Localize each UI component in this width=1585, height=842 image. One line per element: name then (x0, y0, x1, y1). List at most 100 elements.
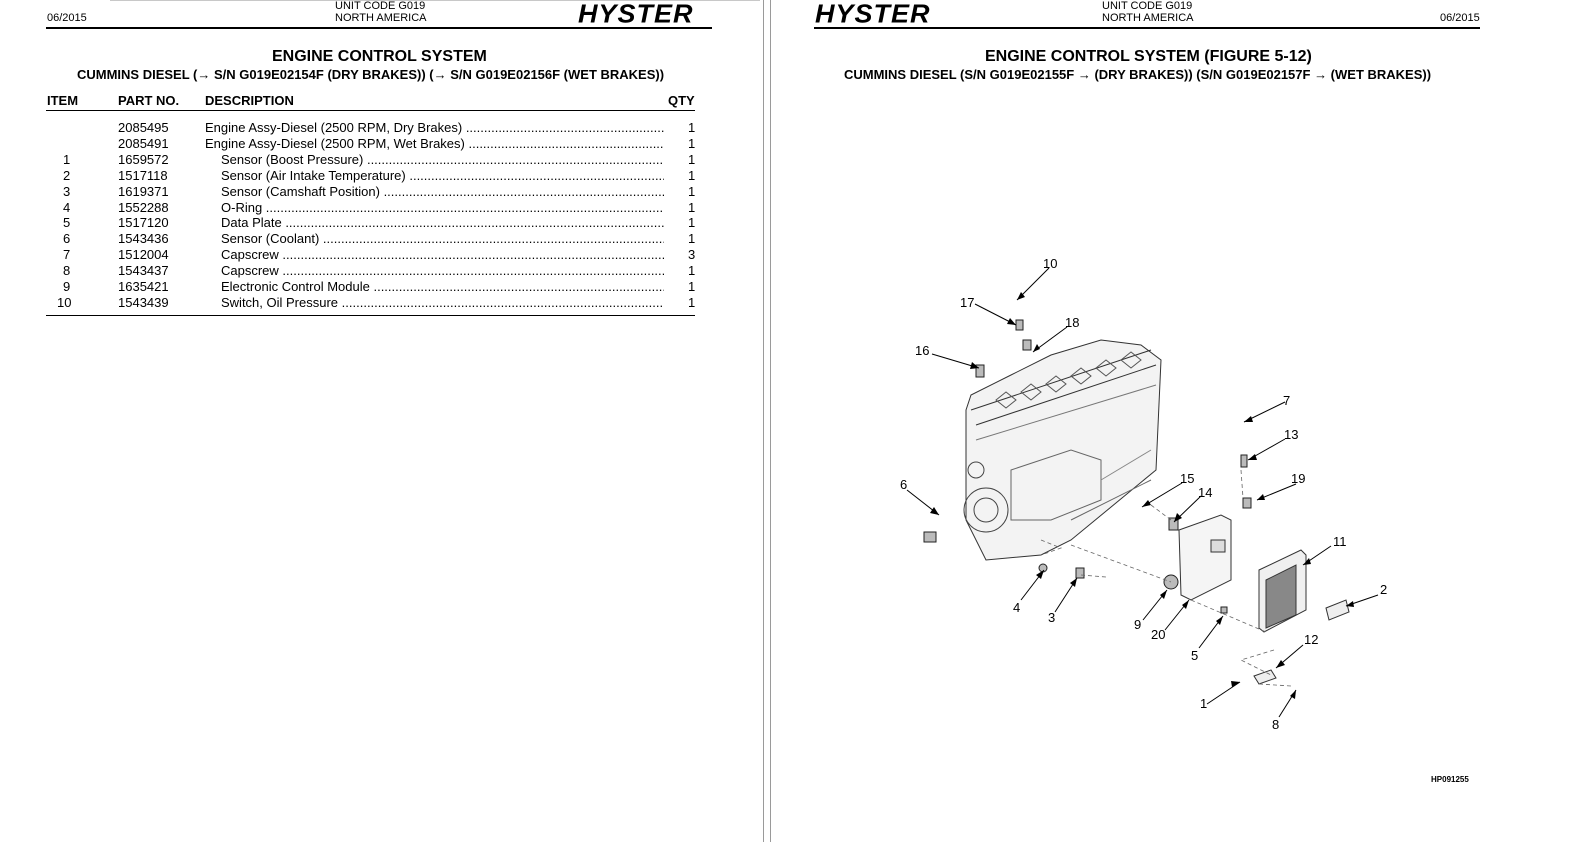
col-description-header: DESCRIPTION (205, 93, 294, 108)
part-description: O-Ring (221, 200, 664, 215)
part-qty: 1 (688, 135, 696, 151)
engine-block-illustration (963, 339, 1162, 561)
part-number: 1543436 (118, 231, 169, 247)
part-description: Engine Assy-Diesel (2500 RPM, Wet Brakes… (205, 136, 664, 151)
table-row: 2 1517118 Sensor (Air Intake Temperature) 1 (0, 168, 700, 184)
part-qty: 1 (688, 183, 696, 199)
callout-12: 12 (1304, 632, 1318, 647)
col-part-header: PART NO. (118, 93, 180, 108)
callout-19: 19 (1291, 471, 1305, 486)
region: NORTH AMERICA (335, 12, 427, 24)
unit-header: UNIT CODE G019 NORTH AMERICA (335, 0, 426, 24)
table-row: 2085495 Engine Assy-Diesel (2500 RPM, Dry… (0, 120, 700, 136)
part-description: Capscrew (221, 263, 664, 278)
part-description: Sensor (Air Intake Temperature) (221, 168, 664, 183)
part-qty: 1 (688, 120, 696, 135)
table-bottom-rule (46, 315, 695, 316)
col-qty-header: QTY (668, 93, 695, 108)
part-number: 1543439 (118, 294, 169, 310)
part-number: 1517120 (118, 215, 169, 231)
item-number: 10 (57, 294, 72, 310)
region: NORTH AMERICA (1102, 12, 1194, 24)
callout-3: 3 (1048, 610, 1055, 625)
ecm-module-illustration (1178, 514, 1350, 685)
callout-1: 1 (1200, 696, 1207, 711)
header-rule (814, 27, 1480, 29)
part-qty: 1 (688, 167, 696, 183)
part-number: 1512004 (118, 247, 169, 263)
callout-15: 15 (1180, 471, 1194, 486)
page-title: ENGINE CONTROL SYSTEM (272, 48, 487, 65)
hyster-logo: HYSTER (578, 0, 694, 29)
header-rule (46, 27, 712, 29)
item-number: 5 (63, 215, 71, 231)
unit-code: UNIT CODE G019 (335, 0, 426, 12)
page-divider (763, 0, 771, 842)
hyster-logo: HYSTER (815, 0, 931, 29)
part-number: 2085491 (118, 135, 169, 151)
part-description: Sensor (Camshaft Position) (221, 184, 664, 199)
part-qty: 1 (688, 263, 696, 279)
item-number: 9 (63, 279, 71, 294)
sensor-parts-illustration (923, 319, 1252, 614)
callout-20: 20 (1151, 627, 1165, 642)
unit-code: UNIT CODE G019 (1102, 0, 1193, 12)
left-page: 06/2015 UNIT CODE G019 NORTH AMERICA HYS… (0, 0, 763, 842)
page-subtitle: CUMMINS DIESEL (S/N G019E02155F → (DRY B… (844, 67, 1432, 82)
unit-header: UNIT CODE G019 NORTH AMERICA (1102, 0, 1193, 24)
part-qty: 1 (688, 231, 696, 247)
table-row: 2085491 Engine Assy-Diesel (2500 RPM, Wet… (0, 136, 700, 152)
callout-4: 4 (1013, 600, 1020, 615)
part-number: 1552288 (118, 199, 169, 215)
callout-5: 5 (1191, 648, 1198, 663)
col-item-header: ITEM (47, 93, 79, 108)
part-description: Switch, Oil Pressure (221, 295, 664, 310)
part-description: Electronic Control Module (221, 279, 664, 294)
callout-10: 10 (1043, 256, 1057, 271)
table-row: 5 1517120 Data Plate 1 (0, 215, 700, 231)
callout-13: 13 (1284, 427, 1298, 442)
part-number: 1517118 (118, 167, 168, 183)
callout-labels: 1 2 3 4 5 6 7 8 9 10 11 12 13 14 15 16 1… (900, 256, 1387, 732)
part-qty: 3 (688, 247, 696, 263)
callout-14: 14 (1198, 485, 1212, 500)
item-number: 8 (63, 263, 71, 279)
part-description: Sensor (Boost Pressure) (221, 152, 664, 167)
table-row: 1 1659572 Sensor (Boost Pressure) 1 (0, 152, 700, 168)
part-number: 1619371 (118, 183, 169, 199)
part-number: 2085495 (118, 120, 169, 135)
callout-16: 16 (915, 343, 929, 358)
table-row: 71512004Capscrew3 (0, 247, 700, 263)
callout-11: 11 (1333, 534, 1347, 549)
table-header-rule (46, 110, 695, 111)
page-date: 06/2015 (47, 12, 87, 24)
right-page: HYSTER UNIT CODE G019 NORTH AMERICA 06/2… (771, 0, 1585, 842)
figure-code: HP091255 (1431, 775, 1469, 784)
item-number: 6 (63, 231, 71, 247)
item-number: 4 (63, 199, 71, 215)
callout-17: 17 (960, 295, 974, 310)
page-date: 06/2015 (1440, 12, 1480, 24)
item-number: 1 (63, 151, 71, 167)
part-number: 1543437 (118, 263, 169, 279)
part-description: Data Plate (221, 215, 664, 230)
page-subtitle: CUMMINS DIESEL (→ S/N G019E02154F (DRY B… (77, 67, 665, 82)
part-number: 1635421 (118, 279, 169, 294)
part-number: 1659572 (118, 151, 169, 167)
exploded-view-figure: 1 2 3 4 5 6 7 8 9 10 11 12 13 14 15 16 1… (900, 256, 1387, 732)
item-number: 2 (63, 167, 71, 183)
part-qty: 1 (688, 199, 696, 215)
callout-9: 9 (1134, 617, 1141, 632)
part-description: Engine Assy-Diesel (2500 RPM, Dry Brakes… (205, 120, 664, 135)
part-qty: 1 (688, 151, 696, 167)
page-title: ENGINE CONTROL SYSTEM (FIGURE 5-12) (985, 48, 1312, 65)
table-row: 9 1635421 Electronic Control Module 1 (0, 279, 700, 295)
table-row: 8 1543437 Capscrew 1 (0, 263, 700, 279)
part-qty: 1 (688, 215, 696, 231)
top-rule (110, 0, 760, 5)
table-row: 4 1552288 O-Ring 1 (0, 200, 700, 216)
part-qty: 1 (688, 279, 696, 294)
